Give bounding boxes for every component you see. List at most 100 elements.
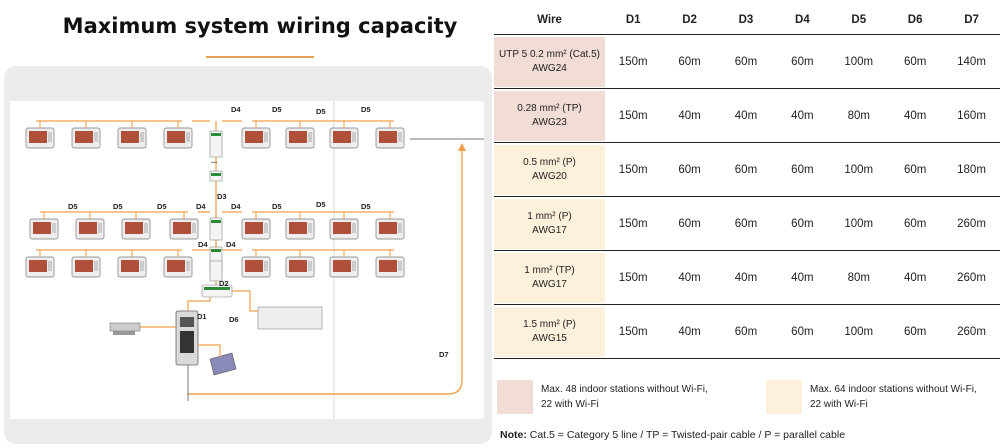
indoor-monitor xyxy=(241,256,271,278)
distance-cell-d3: 40m xyxy=(734,109,758,122)
distance-cell-d2: 40m xyxy=(678,325,701,338)
page-title: Maximum system wiring capacity xyxy=(62,14,458,38)
wire-spec: 0.28 mm² (TP) xyxy=(517,102,582,114)
distance-cell-d4: 60m xyxy=(791,163,814,176)
wire-type-cell: UTP 5 0.2 mm² (Cat.5)AWG24 xyxy=(494,36,605,87)
distance-cell-d6: 60m xyxy=(903,55,927,68)
indoor-monitor xyxy=(375,218,405,240)
distance-cell-d7: 140m xyxy=(957,55,986,68)
indoor-monitor xyxy=(285,256,315,278)
power-supply xyxy=(209,352,237,376)
distance-cell-d1: 150m xyxy=(618,109,648,122)
distance-cell-d6: 60m xyxy=(903,217,927,230)
distance-cell-d7: 160m xyxy=(957,109,986,122)
distance-cell-d5: 100m xyxy=(844,325,874,338)
distance-cell-d7: 180m xyxy=(957,163,986,176)
label-d6: D6 xyxy=(229,315,239,324)
distance-cell-d1: 150m xyxy=(618,55,648,68)
distance-cell-d2: 60m xyxy=(678,55,701,68)
distributor-top xyxy=(209,130,223,158)
distance-cell-d6: 60m xyxy=(903,163,927,176)
header-d7: D7 xyxy=(964,14,979,26)
label-d1: D1 xyxy=(197,312,207,321)
door-lock xyxy=(109,322,141,332)
footnote-label: Note: xyxy=(500,429,527,441)
label-d3: D3 xyxy=(217,192,227,201)
label-d5-mid-d: D5 xyxy=(272,202,282,211)
wire-spec: 0.5 mm² (P) xyxy=(523,156,576,168)
footnote: Note: Cat.5 = Category 5 line / TP = Twi… xyxy=(500,429,845,441)
label-d4-top: D4 xyxy=(231,105,241,114)
wire-type-cell: 0.5 mm² (P) AWG20 xyxy=(494,144,605,195)
legend-cream: Max. 64 indoor stations without Wi-Fi, 2… xyxy=(766,380,977,414)
indoor-monitor xyxy=(25,256,55,278)
wire-spec: 1.5 mm² (P) xyxy=(523,318,576,330)
wire-type-cell: 1.5 mm² (P)AWG15 xyxy=(494,306,605,357)
label-d7: D7 xyxy=(439,350,449,359)
label-d5-mid-e: D5 xyxy=(316,200,326,209)
wire-awg: AWG17 xyxy=(532,224,567,236)
header-wire: Wire xyxy=(537,14,562,26)
legend-pink-swatch xyxy=(497,380,533,414)
wire-awg: AWG24 xyxy=(532,62,567,74)
distance-cell-d1: 150m xyxy=(618,217,648,230)
distance-cell-d6: 60m xyxy=(903,325,927,338)
wire-type-cell: 1 mm² (P) AWG17 xyxy=(494,198,605,249)
distance-cell-d5: 80m xyxy=(847,109,870,122)
distance-cell-d5: 100m xyxy=(844,217,874,230)
distance-cell-d6: 40m xyxy=(903,109,927,122)
distance-cell-d2: 60m xyxy=(678,163,701,176)
label-d5-mid-b: D5 xyxy=(113,202,123,211)
header-d5: D5 xyxy=(851,14,867,26)
indoor-monitor xyxy=(375,256,405,278)
wire-awg: AWG17 xyxy=(532,278,567,290)
distance-cell-d2: 60m xyxy=(678,217,701,230)
label-d4-low-a: D4 xyxy=(198,240,208,249)
label-d5-top-a: D5 xyxy=(272,105,282,114)
indoor-monitor xyxy=(75,218,105,240)
label-d4-mid-b: D4 xyxy=(231,202,241,211)
label-d4-low-b: D4 xyxy=(226,240,236,249)
wire-type-cell: 1 mm² (TP) AWG17 xyxy=(494,252,605,303)
d7-arrow xyxy=(458,143,466,151)
indoor-monitor xyxy=(29,218,59,240)
distance-cell-d3: 60m xyxy=(734,325,758,338)
distance-cell-d5: 100m xyxy=(844,55,874,68)
distance-cell-d3: 60m xyxy=(734,163,758,176)
title-underline xyxy=(206,56,314,58)
distance-cell-d3: 40m xyxy=(734,271,758,284)
wire-spec: 1 mm² (TP) xyxy=(524,264,575,276)
indoor-monitor xyxy=(121,218,151,240)
distributor-5 xyxy=(209,260,223,282)
indoor-monitor xyxy=(375,127,405,149)
header-d2: D2 xyxy=(682,14,697,26)
indoor-monitor xyxy=(329,218,359,240)
label-d2: D2 xyxy=(219,279,229,288)
distance-cell-d4: 40m xyxy=(791,109,814,122)
din-module xyxy=(257,306,323,330)
wire-spec: 1 mm² (P) xyxy=(527,210,572,222)
legend-cream-line2: 22 with Wi-Fi xyxy=(810,399,868,410)
wiring-diagram-svg: D4 D5 D5 D5 ... D3 D5 D5 D5 D4 D4 D5 D5 … xyxy=(25,101,484,419)
indoor-monitor xyxy=(169,218,199,240)
distance-cell-d5: 100m xyxy=(844,163,874,176)
label-d5-mid-a: D5 xyxy=(68,202,78,211)
wiring-diagram: D4 D5 D5 D5 ... D3 D5 D5 D5 D4 D4 D5 D5 … xyxy=(10,101,484,419)
d6-cable xyxy=(232,290,258,312)
distance-cell-d2: 40m xyxy=(678,271,701,284)
distance-cell-d5: 80m xyxy=(847,271,870,284)
distance-cell-d4: 60m xyxy=(791,55,814,68)
legend-pink-line2: 22 with Wi-Fi xyxy=(541,399,599,410)
header-d1: D1 xyxy=(625,14,641,26)
footnote-text: Cat.5 = Category 5 line / TP = Twisted-p… xyxy=(526,429,846,441)
legend-pink: Max. 48 indoor stations without Wi-Fi, 2… xyxy=(497,380,708,414)
label-d5-mid-c: D5 xyxy=(157,202,167,211)
d1-cable xyxy=(187,297,211,311)
wire-awg: AWG20 xyxy=(532,170,567,182)
label-d5-top-c: D5 xyxy=(361,105,371,114)
distance-cell-d2: 40m xyxy=(678,109,701,122)
